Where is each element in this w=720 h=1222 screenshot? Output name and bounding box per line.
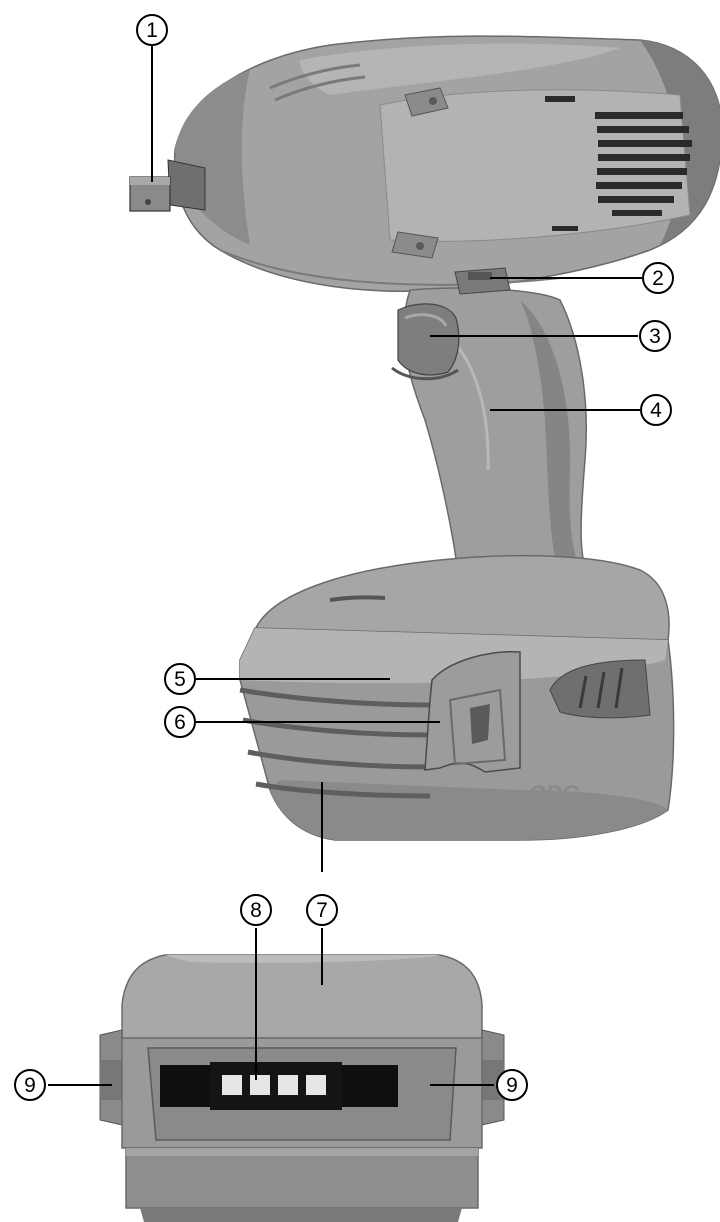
svg-text:6: 6 — [174, 711, 186, 734]
svg-text:8: 8 — [250, 899, 262, 922]
svg-text:2: 2 — [652, 267, 664, 290]
svg-text:3: 3 — [649, 325, 661, 348]
callout-9-right: 9 — [496, 1069, 528, 1101]
callout-8: 8 — [240, 894, 272, 926]
callout-9-left: 9 — [14, 1069, 46, 1101]
anvil-square-drive — [129, 159, 206, 212]
battery-front-view — [99, 954, 505, 1222]
svg-text:1: 1 — [146, 19, 158, 42]
callout-2: 2 — [642, 262, 674, 294]
cpc-marking: CPC — [528, 781, 579, 808]
svg-text:9: 9 — [506, 1074, 518, 1097]
battery-pack: CPC — [239, 554, 675, 841]
vent-slots — [545, 96, 692, 231]
leader-lines — [48, 46, 642, 1086]
callout-3: 3 — [639, 320, 671, 352]
callout-6: 6 — [164, 706, 196, 738]
callout-5: 5 — [164, 663, 196, 695]
charge-indicator — [160, 1062, 398, 1110]
callouts: 1 2 3 4 5 6 7 8 — [14, 14, 674, 1101]
callout-7-upper: 7 — [306, 894, 338, 926]
svg-text:5: 5 — [174, 668, 186, 691]
svg-text:9: 9 — [24, 1074, 36, 1097]
motor-housing — [173, 35, 720, 292]
svg-text:4: 4 — [650, 399, 662, 422]
callout-4: 4 — [640, 394, 672, 426]
svg-text:7: 7 — [316, 899, 328, 922]
callout-1: 1 — [136, 14, 168, 46]
direction-switch — [454, 267, 511, 295]
trigger — [391, 303, 460, 381]
battery-grooves — [239, 687, 431, 799]
